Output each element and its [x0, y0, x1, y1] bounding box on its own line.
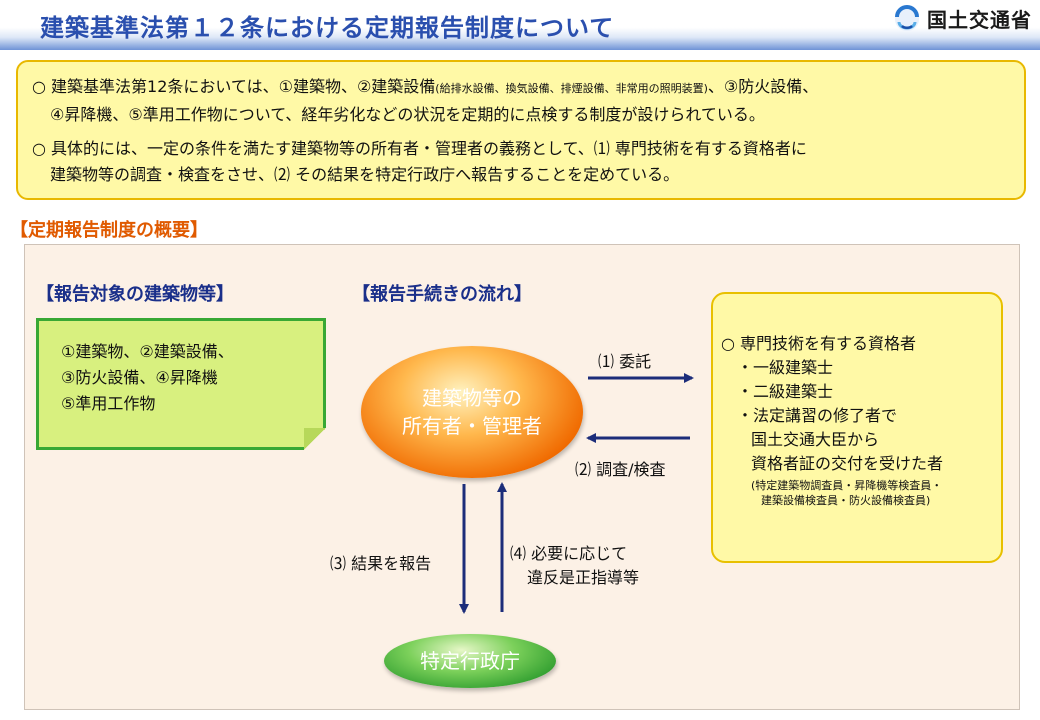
step-1-label: ⑴ 委託 [598, 352, 652, 371]
ministry-emblem-icon [895, 4, 919, 31]
summary-p1-line1-end: 、③防火設備、 [707, 77, 819, 96]
step-4-label-1: ⑷ 必要に応じて [510, 544, 628, 563]
owner-line-2: 所有者・管理者 [402, 414, 542, 438]
summary-p2-line2: 建築物等の調査・検査をさせ、⑵ その結果を特定行政庁へ報告することを定めている。 [50, 165, 680, 184]
qualified-sub-2: 資格者証の交付を受けた者 [751, 454, 944, 473]
target-heading: 【報告対象の建築物等】 [36, 284, 234, 305]
qualified-item: ・一級建築士 [737, 358, 834, 377]
summary-p1-line1: ○ 建築基準法第12条においては、①建築物、②建築設備 [32, 77, 436, 96]
target-item: ③防火設備、④昇降機 [61, 368, 218, 387]
ministry-logo: 国土交通省 [893, 4, 1032, 33]
note-fold [304, 428, 326, 450]
qualified-note-1: (特定建築物調査員・昇降機等検査員・ [751, 479, 943, 492]
summary-p1-line2: ④昇降機、⑤準用工作物について、経年劣化などの状況を定期的に点検する制度が設けら… [50, 105, 765, 124]
summary-paragraph-2: ○ 具体的には、一定の条件を満たす建築物等の所有者・管理者の義務として、⑴ 専門… [32, 136, 1010, 188]
owner-manager-node: 建築物等の 所有者・管理者 [361, 346, 583, 478]
flow-heading: 【報告手続きの流れ】 [352, 284, 532, 305]
page-title: 建築基準法第１２条における定期報告制度について [40, 14, 615, 42]
qualified-title: ○ 専門技術を有する資格者 [721, 334, 917, 353]
step-4-label-2: 違反是正指導等 [527, 568, 640, 587]
step-3-label: ⑶ 結果を報告 [330, 554, 432, 573]
qualified-person-box: ○ 専門技術を有する資格者 ・一級建築士 ・二級建築士 ・法定講習の修了者で 国… [711, 292, 1003, 563]
section-title: 【定期報告制度の概要】 [10, 220, 208, 241]
owner-line-1: 建築物等の [422, 386, 522, 410]
summary-p1-small: (給排水設備、換気設備、排煙設備、非常用の照明装置) [435, 82, 708, 95]
logo-text: 国土交通省 [927, 8, 1032, 32]
qualified-item: ・法定講習の修了者で [737, 406, 898, 425]
summary-paragraph-1: ○ 建築基準法第12条においては、①建築物、②建築設備(給排水設備、換気設備、排… [32, 74, 1010, 128]
agency-node: 特定行政庁 [384, 634, 556, 688]
step-2-label: ⑵ 調査/検査 [575, 460, 666, 479]
qualified-note-2: 建築設備検査員・防火設備検査員) [761, 494, 931, 507]
target-item: ⑤準用工作物 [61, 394, 156, 413]
qualified-item: ・二級建築士 [737, 382, 834, 401]
header-bar [0, 0, 1040, 50]
summary-p2-line1: ○ 具体的には、一定の条件を満たす建築物等の所有者・管理者の義務として、⑴ 専門… [32, 139, 807, 158]
qualified-sub-1: 国土交通大臣から [751, 430, 880, 449]
summary-box: ○ 建築基準法第12条においては、①建築物、②建築設備(給排水設備、換気設備、排… [16, 60, 1026, 200]
target-note: ①建築物、②建築設備、 ③防火設備、④昇降機 ⑤準用工作物 [36, 318, 326, 450]
target-item: ①建築物、②建築設備、 [61, 342, 234, 361]
